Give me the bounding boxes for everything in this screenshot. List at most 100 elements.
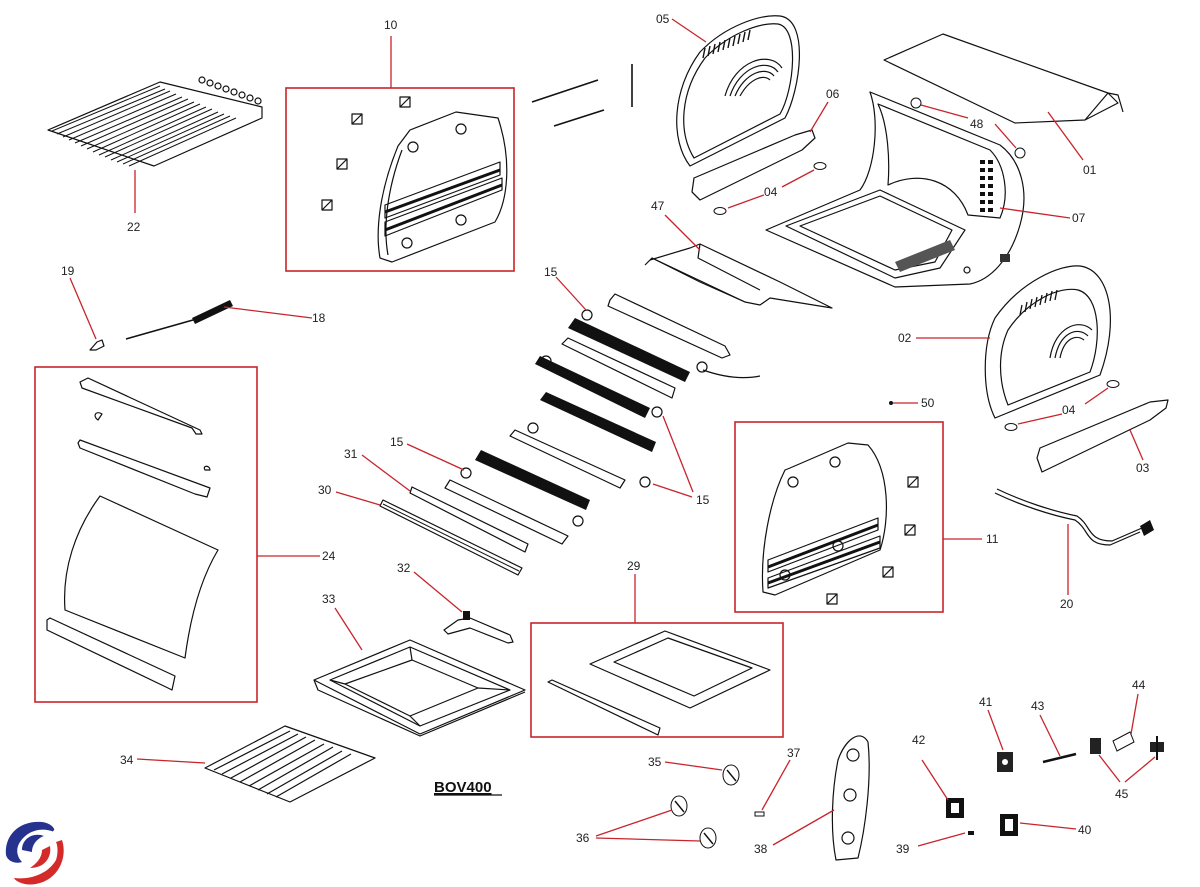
leader-07: [999, 207, 1071, 219]
leader-45b: [1124, 756, 1156, 783]
label-38: 38: [754, 842, 768, 856]
model-title: BOV400: [434, 779, 492, 796]
label-45: 45: [1115, 787, 1129, 801]
part-11-inner-wall[interactable]: [761, 442, 887, 596]
leader-19: [69, 277, 97, 340]
label-15c: 15: [696, 493, 710, 507]
part-34-grill-rack[interactable]: [204, 725, 376, 803]
leader-15b: [406, 443, 465, 471]
part-10-box[interactable]: [285, 87, 515, 272]
label-15b: 15: [390, 435, 404, 449]
part-42-thermostat[interactable]: [946, 798, 964, 818]
part-33-baking-pan[interactable]: [313, 639, 526, 737]
leader-05: [671, 18, 707, 43]
part-18-spring-rod[interactable]: [125, 300, 233, 340]
part-02-right-side-panel[interactable]: [984, 265, 1111, 419]
part-03-right-foot-rail[interactable]: [1036, 399, 1169, 473]
label-29: 29: [627, 559, 641, 573]
leader-35: [664, 761, 723, 771]
label-33: 33: [322, 592, 336, 606]
part-04-feet-right[interactable]: [1004, 380, 1120, 431]
part-45-micro-switches[interactable]: [1090, 736, 1164, 760]
part-24-box[interactable]: [34, 366, 258, 703]
part-47-reflector[interactable]: [644, 243, 833, 309]
leader-41: [987, 709, 1004, 751]
label-47: 47: [651, 199, 665, 213]
label-50: 50: [921, 396, 935, 410]
leader-31: [361, 454, 411, 492]
part-35-knob[interactable]: [722, 764, 740, 786]
part-43-shaft[interactable]: [1042, 752, 1077, 764]
label-35: 35: [648, 755, 662, 769]
label-39: 39: [896, 842, 910, 856]
label-44: 44: [1132, 678, 1146, 692]
label-36: 36: [576, 831, 590, 845]
part-05-left-side-panel[interactable]: [676, 15, 800, 167]
leader-45a: [1098, 754, 1121, 783]
part-48-bushings[interactable]: [910, 97, 1026, 159]
part-06-left-foot-rail[interactable]: [691, 129, 816, 201]
part-01-top-cover[interactable]: [883, 33, 1124, 124]
leader-40: [1019, 822, 1077, 830]
leader-32: [413, 571, 463, 613]
part-39-screw[interactable]: [968, 831, 974, 835]
part-38-control-panel[interactable]: [831, 735, 870, 861]
label-34: 34: [120, 753, 134, 767]
rods[interactable]: [531, 64, 633, 127]
part-41-timer[interactable]: [997, 752, 1013, 772]
label-48: 48: [970, 117, 984, 131]
part-24-door[interactable]: [46, 377, 219, 691]
label-06: 06: [826, 87, 840, 101]
leader-43: [1039, 714, 1061, 757]
label-42: 42: [912, 733, 926, 747]
part-29-box[interactable]: [530, 622, 784, 738]
part-19-clip[interactable]: [89, 339, 105, 351]
label-15a: 15: [544, 265, 558, 279]
part-20-power-cord[interactable]: [994, 488, 1154, 546]
leader-44: [1130, 693, 1139, 735]
label-07: 07: [1072, 211, 1086, 225]
part-15-heating-elements[interactable]: [444, 293, 761, 545]
leader-38: [772, 809, 835, 846]
part-37-indicator-lens[interactable]: [754, 811, 765, 817]
label-20: 20: [1060, 597, 1074, 611]
leader-47: [664, 214, 701, 251]
leader-18: [223, 306, 313, 319]
leader-33: [334, 607, 363, 651]
part-32-tray-handle[interactable]: [443, 611, 514, 644]
label-19: 19: [61, 264, 75, 278]
brand-logo: [5, 821, 64, 885]
label-41: 41: [979, 695, 993, 709]
part-50-screw[interactable]: [889, 401, 893, 405]
leader-06: [809, 101, 829, 133]
part-04-feet-left[interactable]: [713, 162, 827, 215]
part-10-inner-wall[interactable]: [377, 111, 508, 263]
label-31: 31: [344, 447, 358, 461]
label-37: 37: [787, 746, 801, 760]
part-22-wire-rack[interactable]: [47, 76, 263, 167]
part-11-clips[interactable]: [826, 476, 919, 605]
label-22: 22: [127, 220, 141, 234]
label-40: 40: [1078, 823, 1092, 837]
label-03: 03: [1136, 461, 1150, 475]
label-11: 11: [986, 532, 999, 546]
part-30-rail[interactable]: [379, 499, 523, 576]
leader-30: [335, 491, 381, 506]
label-05: 05: [656, 12, 670, 26]
label-10: 10: [384, 18, 398, 32]
part-31-rail[interactable]: [409, 486, 529, 553]
part-07-oven-body[interactable]: [765, 91, 1025, 288]
label-01: 01: [1083, 163, 1097, 177]
part-44-bracket[interactable]: [1112, 731, 1135, 752]
part-29-tray[interactable]: [547, 630, 771, 736]
part-36-knobs[interactable]: [670, 795, 717, 849]
part-10-clips[interactable]: [321, 96, 411, 211]
label-43: 43: [1031, 699, 1045, 713]
part-11-box[interactable]: [734, 421, 944, 613]
leader-42: [921, 759, 949, 801]
label-32: 32: [397, 561, 411, 575]
leader-48b: [994, 123, 1017, 149]
leader-04b2: [1084, 387, 1109, 405]
part-40-switch[interactable]: [1000, 814, 1018, 836]
leader-34: [136, 758, 206, 764]
